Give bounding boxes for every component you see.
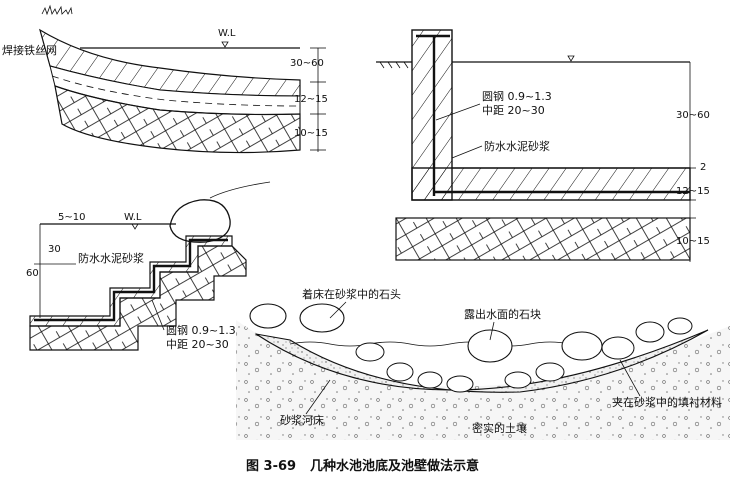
dim-ml-1: 30 bbox=[48, 244, 61, 255]
grass-top-left bbox=[41, 4, 73, 16]
soil-label: 密实的土壤 bbox=[472, 421, 527, 435]
wl-triangle-icon-left bbox=[131, 223, 139, 230]
wl-label-left: W.L bbox=[124, 212, 142, 223]
base-course bbox=[395, 217, 691, 261]
mortar-bed-label: 砂浆河床 bbox=[280, 413, 324, 427]
top-dim-label: 5~10 bbox=[58, 212, 85, 223]
panel-top-right: 圆钢 0.9~1.3 中距 20~30 防水水泥砂浆 30~60 2 12~15… bbox=[376, 29, 710, 262]
base-layer bbox=[54, 85, 301, 154]
rebar-label-1: 圆钢 0.9~1.3 bbox=[482, 90, 552, 103]
panel-bottom: 着床在砂浆中的石头 露出水面的石块 砂浆河床 夹在砂浆中的填衬材料 密实的土壤 bbox=[236, 287, 730, 440]
wl-triangle-icon bbox=[221, 41, 229, 48]
wire-mesh-line bbox=[51, 75, 301, 107]
rebar-label-2: 中距 20~30 bbox=[482, 104, 545, 117]
exposed-stone-label: 露出水面的石块 bbox=[464, 307, 541, 321]
compact-soil bbox=[236, 320, 730, 440]
floor-slab bbox=[411, 167, 691, 201]
mortar-label-left: 防水水泥砂浆 bbox=[78, 251, 144, 265]
dim-ml-2: 60 bbox=[26, 268, 39, 279]
dim-tl-2: 12~15 bbox=[294, 94, 328, 105]
filler-label: 夹在砂浆中的填衬材料 bbox=[612, 395, 722, 409]
wire-mesh-label: 焊接铁丝网 bbox=[2, 43, 57, 57]
wl-triangle-icon-right bbox=[567, 55, 575, 62]
panel-mid-left: W.L 5~10 防水水泥砂浆 圆钢 0.9~1.3 中距 20~30 30 6… bbox=[26, 181, 271, 351]
rebar-label-left-2: 中距 20~30 bbox=[166, 338, 229, 351]
water-surface bbox=[289, 341, 571, 347]
dim-tr-1: 30~60 bbox=[676, 110, 710, 121]
dim-tr-2: 2 bbox=[700, 162, 706, 173]
dim-tl-1: 30~60 bbox=[290, 58, 324, 69]
figure-title: 几种水池池底及池壁做法示意 bbox=[310, 458, 479, 474]
mortar-bed bbox=[255, 329, 709, 393]
mortar-label-right: 防水水泥砂浆 bbox=[484, 139, 550, 153]
dim-tr-4: 10~15 bbox=[676, 236, 710, 247]
bed-stones bbox=[249, 303, 693, 393]
stepped-base bbox=[29, 245, 247, 351]
rebar-label-left-1: 圆钢 0.9~1.3 bbox=[166, 324, 236, 337]
figure-number: 图 3-69 bbox=[246, 459, 296, 474]
dim-tl-3: 10~15 bbox=[294, 128, 328, 139]
stone-bed-label: 着床在砂浆中的石头 bbox=[302, 287, 401, 301]
stepped-rebar bbox=[34, 238, 228, 322]
dim-tr-3: 12~15 bbox=[676, 186, 710, 197]
panel-top-left: W.L 30~60 12~15 10~15 焊接铁丝网 bbox=[2, 4, 328, 154]
wl-label: W.L bbox=[218, 28, 236, 39]
